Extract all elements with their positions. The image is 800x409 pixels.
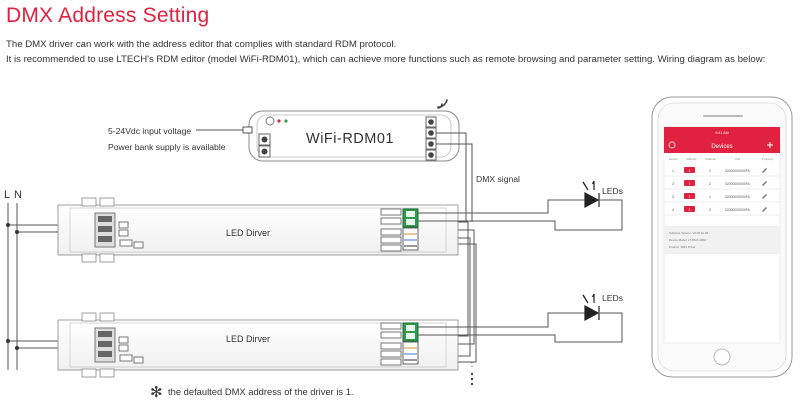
- info-line-3: Product: DMX Driver: [669, 245, 696, 249]
- footnote-text: the defaulted DMX address of the driver …: [168, 386, 354, 397]
- led-icon-1: [582, 180, 600, 209]
- leds-label-1: LEDs: [602, 186, 623, 196]
- power-led-icon: [277, 119, 281, 123]
- gear-icon[interactable]: [668, 141, 676, 149]
- driver-1-label: LED Dirver: [226, 228, 270, 238]
- info-line-1: Software Version: V2.00 01.08: [669, 231, 708, 235]
- rdm-right-terminal: [425, 116, 437, 161]
- edit-icon[interactable]: [762, 168, 767, 173]
- row-channel: 2: [709, 169, 711, 173]
- row-channel: 2: [709, 208, 711, 212]
- mains-junction-dots: [6, 223, 19, 350]
- mains-L-label: L: [4, 189, 10, 201]
- mains-N-label: N: [14, 189, 22, 201]
- led-wires-2: [418, 312, 623, 343]
- rdm-left-terminal: [258, 133, 271, 158]
- edit-icon[interactable]: [762, 207, 767, 212]
- device-info-panel: [664, 226, 780, 254]
- led-wires-1: [418, 199, 623, 231]
- button-icon: [265, 116, 275, 126]
- phone: 9:41 AM Devices Device Address Channel U…: [651, 96, 793, 378]
- edit-icon[interactable]: [762, 181, 767, 186]
- device-row-1[interactable]: 1 1 2 02000000000FA: [664, 167, 780, 177]
- rdm-device: WiFi-RDM01: [196, 99, 460, 162]
- row-channel: 2: [709, 182, 711, 186]
- row-uid: 02000000000FA: [725, 182, 751, 186]
- driver-1-mount-tabs: [81, 197, 115, 263]
- row-number: 4: [672, 208, 674, 212]
- row-number: 1: [672, 169, 674, 173]
- power-plug-icon: [242, 126, 253, 134]
- led-driver-1: LED Dirver: [57, 204, 459, 256]
- rdm-device-name: WiFi-RDM01: [306, 131, 394, 147]
- dmx-signal-label: DMX signal: [476, 174, 520, 184]
- continuation-dots: [470, 372, 474, 386]
- plus-icon[interactable]: [767, 142, 773, 148]
- col-property: Property: [762, 157, 773, 161]
- device-row-3[interactable]: 3 1 1 02000000000FA: [664, 193, 780, 203]
- page-title: DMX Address Setting: [6, 4, 210, 27]
- row-address: 1: [689, 195, 691, 199]
- app-header-title: Devices: [711, 144, 732, 150]
- row-channel: 1: [709, 195, 711, 199]
- wifi-signal-icon: [437, 99, 448, 109]
- app-header: [664, 127, 780, 153]
- leds-label-2: LEDs: [602, 293, 623, 303]
- led-driver-2: LED Dirver: [57, 319, 459, 371]
- input-note-line-2: Power bank supply is available: [108, 142, 226, 152]
- phone-speaker-icon: [703, 115, 743, 117]
- row-address: 1: [689, 208, 691, 212]
- asterisk-icon: ✻: [150, 384, 163, 401]
- row-uid: 02000000000FA: [725, 208, 751, 212]
- col-address: Address: [686, 157, 697, 161]
- row-number: 2: [672, 182, 674, 186]
- col-device: Device: [669, 157, 678, 161]
- col-channel: Channel: [705, 157, 716, 161]
- device-row-2[interactable]: 2 1 2 02000000000FA: [664, 180, 780, 190]
- driver-2-label: LED Dirver: [226, 334, 270, 344]
- col-uid: UID: [735, 157, 740, 161]
- home-button-icon: [713, 348, 731, 366]
- row-number: 3: [672, 195, 674, 199]
- edit-icon[interactable]: [762, 194, 767, 199]
- row-address: 1: [689, 182, 691, 186]
- driver-2-mount-tabs: [81, 312, 115, 378]
- input-note-line-1: 5-24Vdc input voltage: [108, 126, 191, 136]
- info-line-2: Device Model: LT-DMX-1809: [669, 238, 706, 242]
- led-icon-2: [582, 293, 600, 322]
- description-line-1: The DMX driver can work with the address…: [6, 39, 397, 50]
- row-address: 1: [689, 169, 691, 173]
- description-line-2: It is recommended to use LTECH's RDM edi…: [6, 54, 766, 65]
- status-time: 9:41 AM: [715, 131, 728, 135]
- row-uid: 02000000000FA: [725, 169, 751, 173]
- device-row-4[interactable]: 4 1 2 02000000000FA: [664, 206, 780, 216]
- row-uid: 02000000000FA: [725, 195, 751, 199]
- status-led-icon: [284, 119, 288, 123]
